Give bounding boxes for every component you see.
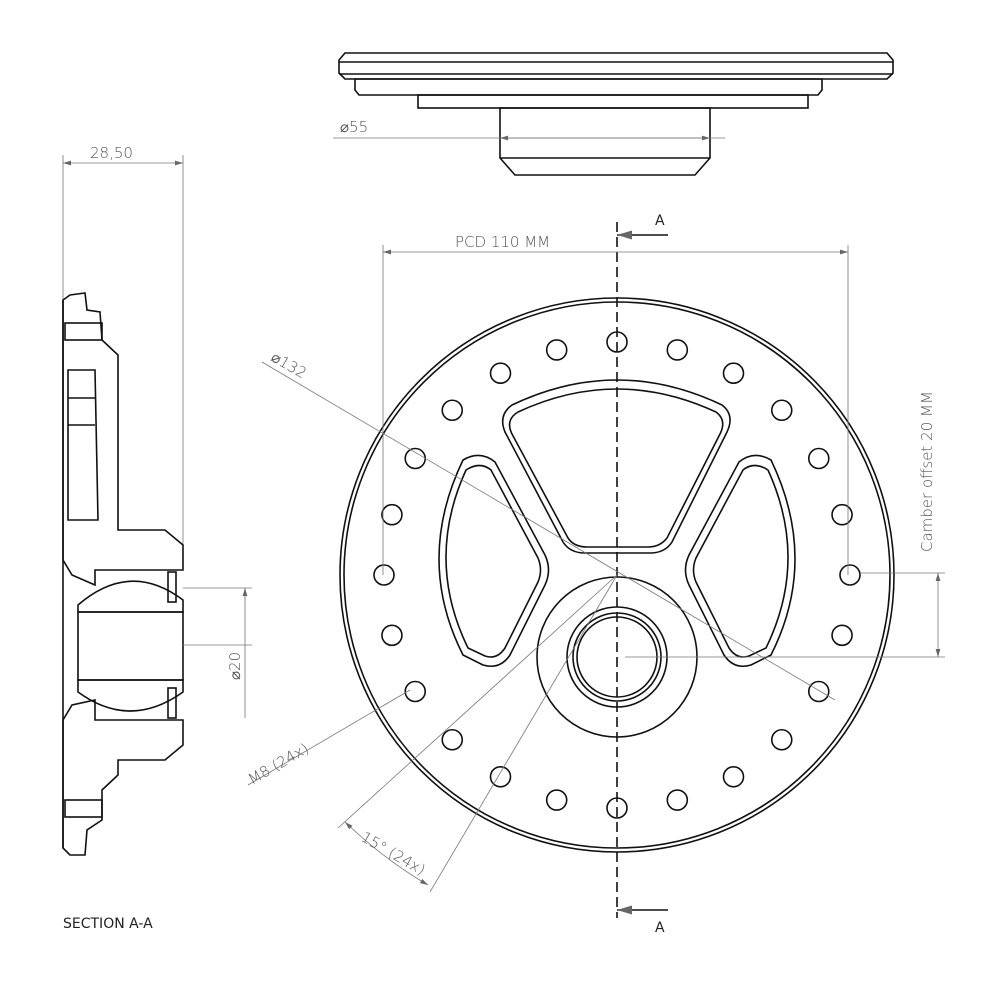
section-marker-top: A bbox=[655, 213, 665, 229]
section-marker-bottom: A bbox=[655, 920, 665, 936]
bolt-hole bbox=[489, 362, 512, 385]
bolt-hole bbox=[404, 447, 427, 470]
section-title: SECTION A-A bbox=[63, 916, 153, 932]
bolt-holes bbox=[373, 331, 861, 819]
bolt-hole-callout: M8 (24x) bbox=[245, 739, 312, 788]
bolt-hole bbox=[373, 564, 395, 586]
pcd-dimension: PCD 110 MM bbox=[455, 233, 550, 251]
hole-angle-dimension: 15° (24x) bbox=[358, 828, 429, 879]
bolt-hole bbox=[666, 789, 689, 811]
bolt-hole bbox=[489, 765, 512, 788]
hub-diameter-dimension: ⌀55 bbox=[340, 118, 368, 136]
top-view: ⌀55 bbox=[333, 52, 894, 176]
top-window bbox=[501, 379, 731, 554]
bolt-hole bbox=[666, 339, 689, 361]
bolt-hole bbox=[839, 564, 861, 586]
bolt-hole bbox=[722, 362, 745, 385]
front-view: A A PCD 110 MM ⌀132 Camber offset 20 MM … bbox=[245, 213, 945, 936]
bolt-hole bbox=[441, 399, 464, 422]
left-window bbox=[438, 454, 550, 668]
outer-diameter-dimension: ⌀132 bbox=[268, 348, 310, 382]
bolt-hole bbox=[807, 447, 830, 470]
bolt-hole bbox=[770, 728, 793, 751]
bolt-hole bbox=[770, 399, 793, 422]
bolt-hole bbox=[722, 765, 745, 788]
bolt-hole bbox=[545, 789, 568, 811]
camber-offset-dimension: Camber offset 20 MM bbox=[918, 391, 936, 552]
bore-diameter-dimension: ⌀20 bbox=[226, 652, 244, 680]
bolt-hole bbox=[545, 339, 568, 361]
bolt-hole bbox=[831, 624, 853, 647]
bolt-hole bbox=[807, 680, 830, 703]
bolt-hole bbox=[381, 503, 403, 526]
right-window bbox=[684, 454, 796, 668]
bolt-hole bbox=[381, 624, 403, 647]
section-view: 28,50 ⌀20 SECTION A-A bbox=[62, 144, 252, 932]
bolt-hole bbox=[831, 503, 853, 526]
bolt-hole bbox=[404, 680, 427, 703]
bolt-hole bbox=[441, 728, 464, 751]
section-width-dimension: 28,50 bbox=[90, 144, 133, 162]
